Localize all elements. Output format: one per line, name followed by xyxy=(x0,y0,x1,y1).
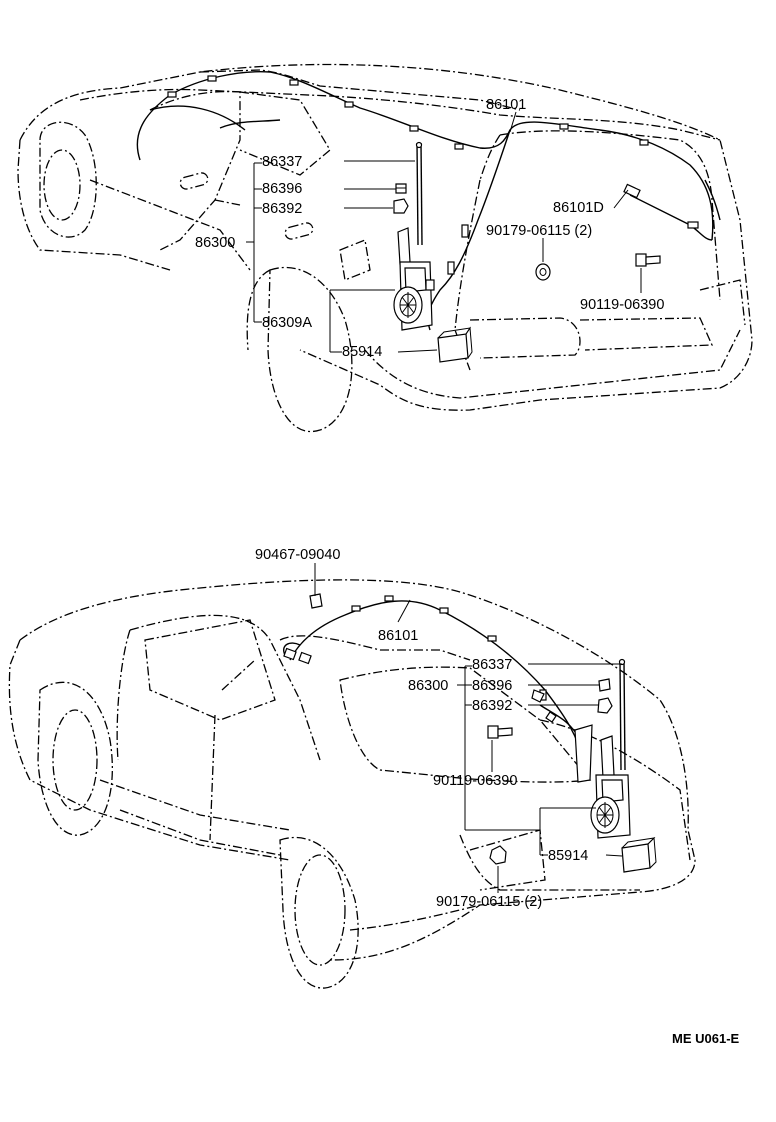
bottom-clip xyxy=(489,845,507,865)
label-86300-top: 86300 xyxy=(195,235,235,251)
bottom-labels: 90467-09040 86101 86337 86300 86396 8639… xyxy=(255,547,588,910)
bottom-leader-lines xyxy=(314,563,623,893)
top-labels: 86101 86337 86396 86392 86300 86101D 901… xyxy=(195,97,664,360)
label-86309A: 86309A xyxy=(262,315,312,331)
label-86337-top: 86337 xyxy=(262,154,302,170)
label-86101D: 86101D xyxy=(553,200,604,216)
top-bolt xyxy=(635,253,661,267)
label-90179-bottom: 90179-06115 (2) xyxy=(436,894,542,910)
label-90119-top: 90119-06390 xyxy=(580,297,664,313)
label-90467: 90467-09040 xyxy=(255,547,340,563)
top-bezel xyxy=(393,198,409,214)
top-antenna-rod xyxy=(415,141,423,246)
wagon-illustration xyxy=(17,63,753,433)
bottom-antenna-rod xyxy=(618,658,626,771)
label-86392-top: 86392 xyxy=(262,201,302,217)
figure-code: ME U061-E xyxy=(672,1031,740,1046)
top-relay xyxy=(437,326,473,363)
label-86101-bottom: 86101 xyxy=(378,628,418,644)
label-90119-bottom: 90119-06390 xyxy=(433,773,517,789)
sedan-illustration xyxy=(8,579,696,989)
label-86392-bottom: 86392 xyxy=(472,698,512,714)
top-clip xyxy=(535,263,551,281)
bottom-antenna-motor xyxy=(590,735,631,839)
bottom-bolt xyxy=(487,725,513,739)
top-leader-lines xyxy=(246,111,642,353)
bottom-relay xyxy=(621,836,657,873)
top-antenna-motor xyxy=(393,227,435,331)
label-86300-bottom: 86300 xyxy=(408,678,448,694)
label-85914-top: 85914 xyxy=(342,344,382,360)
label-90179-top: 90179-06115 (2) xyxy=(486,223,592,239)
label-86101-top: 86101 xyxy=(486,97,526,113)
label-86337-bottom: 86337 xyxy=(472,657,512,673)
label-86396-bottom: 86396 xyxy=(472,678,512,694)
bottom-bracket-part xyxy=(531,689,557,723)
bottom-nut-top xyxy=(309,593,323,609)
bottom-nut xyxy=(598,678,611,692)
top-nut xyxy=(395,183,407,194)
bottom-bezel xyxy=(597,697,613,714)
label-85914-bottom: 85914 xyxy=(548,848,588,864)
label-86396-top: 86396 xyxy=(262,181,302,197)
